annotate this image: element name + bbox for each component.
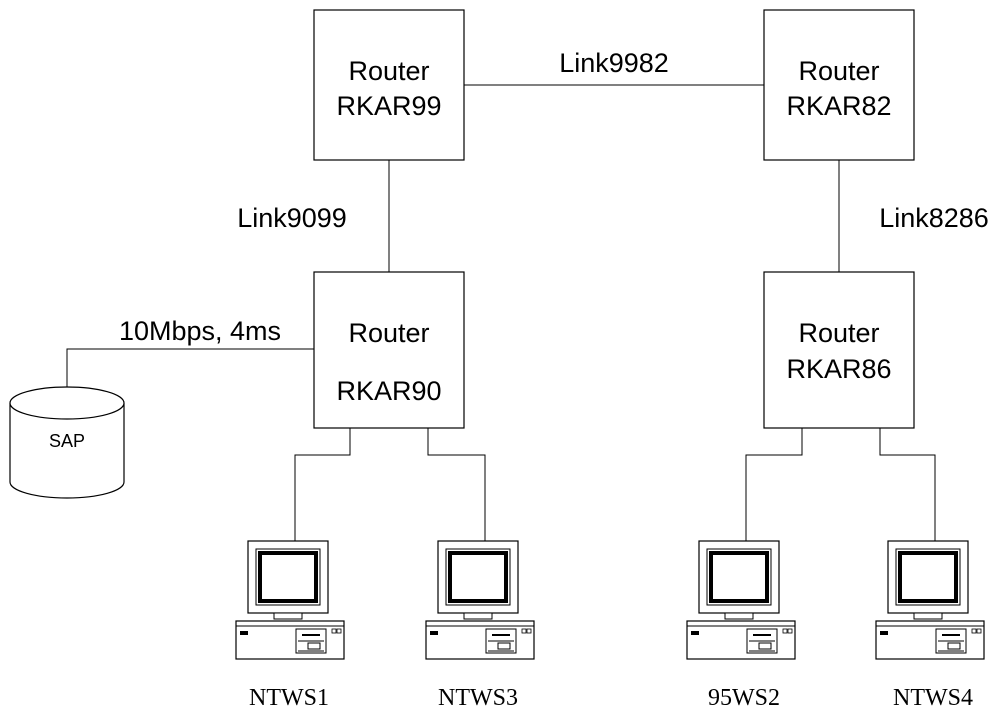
connection-lines <box>66 84 936 541</box>
router-rkar99-name: RKAR99 <box>336 91 441 121</box>
ntws1-wire <box>294 428 351 541</box>
sap-line <box>66 348 314 387</box>
workstation-label: NTWS3 <box>438 685 518 711</box>
router-rkar99-title: Router <box>348 56 429 86</box>
computer-icon <box>874 539 986 661</box>
router-rkar99: Router RKAR99 <box>313 9 465 161</box>
link8286-label: Link8286 <box>879 203 989 233</box>
router-rkar90-title: Router <box>348 318 429 348</box>
router-rkar86-title: Router <box>798 318 879 348</box>
sap-label: SAP <box>49 431 85 451</box>
ntws4-wire <box>879 428 936 541</box>
workstation-ntws4: NTWS4 <box>874 539 986 711</box>
link9982-label: Link9982 <box>559 48 669 78</box>
workstation-label: NTWS4 <box>893 685 973 711</box>
router-rkar90: Router RKAR90 <box>313 271 465 429</box>
sap-database-icon: SAP <box>9 386 125 499</box>
router-rkar86-name: RKAR86 <box>786 354 891 384</box>
link9099-label: Link9099 <box>237 203 347 233</box>
sap-link-label: 10Mbps, 4ms <box>119 316 281 346</box>
computer-icon <box>234 539 346 661</box>
router-rkar90-name: RKAR90 <box>336 376 441 406</box>
workstation-label: 95WS2 <box>708 685 780 711</box>
router-rkar82-name: RKAR82 <box>786 91 891 121</box>
95ws2-wire <box>745 428 803 541</box>
computer-icon <box>685 539 797 661</box>
router-rkar86: Router RKAR86 <box>763 271 915 429</box>
workstation-ntws1: NTWS1 <box>234 539 346 711</box>
workstation-label: NTWS1 <box>249 685 329 711</box>
ntws3-wire <box>427 428 486 541</box>
workstation-ntws3: NTWS3 <box>424 539 536 711</box>
router-rkar82: Router RKAR82 <box>763 9 915 161</box>
router-rkar82-title: Router <box>798 56 879 86</box>
workstation-95ws2: 95WS2 <box>685 539 797 711</box>
computer-icon <box>424 539 536 661</box>
